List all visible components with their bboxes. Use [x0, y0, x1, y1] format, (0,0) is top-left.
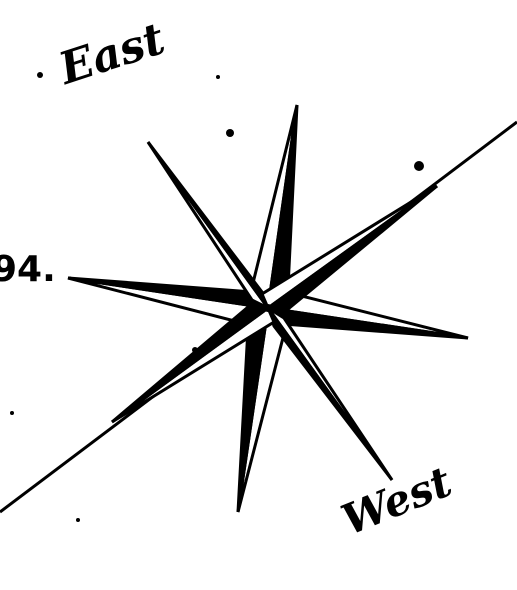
compass-rose	[68, 105, 468, 512]
arm-se-dark	[268, 308, 392, 480]
figure-number: 94.	[0, 252, 56, 288]
arm-nw-dark	[148, 142, 268, 308]
rose-center	[264, 304, 272, 312]
